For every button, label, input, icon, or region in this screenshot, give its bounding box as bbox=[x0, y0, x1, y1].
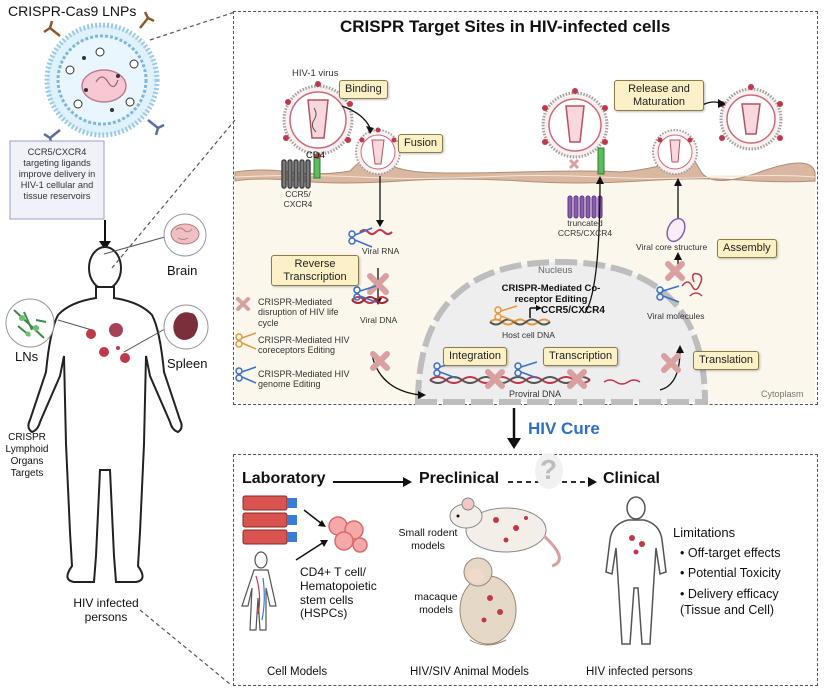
brain-icon bbox=[163, 213, 207, 257]
lnp-particle-icon bbox=[43, 11, 165, 146]
nucleus-label: Nucleus bbox=[538, 265, 573, 276]
legend-item-coreceptor: CRISPR-Mediated HIV coreceptors Editing bbox=[258, 335, 350, 356]
limitation-item-1: • Off-target effects bbox=[680, 546, 781, 560]
ligand-note: CCR5/CXCR4 targeting ligands improve del… bbox=[18, 147, 96, 202]
x-mark-icons bbox=[236, 261, 685, 389]
donor-figure-icon bbox=[241, 551, 277, 631]
hiv-virus-label: HIV-1 virus bbox=[292, 68, 339, 79]
viral-core-label: Viral core structure bbox=[636, 242, 708, 252]
viral-dna-label: Viral DNA bbox=[360, 315, 398, 325]
stage-clinical: Clinical bbox=[603, 470, 660, 487]
viral-rna-label: Viral RNA bbox=[362, 246, 400, 256]
brain-label: Brain bbox=[167, 263, 198, 278]
lns-label: LNs bbox=[15, 349, 39, 364]
limitation-text-1: Off-target effects bbox=[687, 546, 781, 560]
spleen-icon bbox=[163, 304, 209, 350]
step-assembly: Assembly bbox=[717, 239, 777, 258]
host-dna-label: Host cell DNA bbox=[502, 330, 555, 340]
step-translation: Translation bbox=[693, 351, 760, 370]
rodent-icon bbox=[449, 497, 561, 568]
spleen-label: Spleen bbox=[167, 356, 208, 371]
step-reverse-transcription: Reverse Transcription bbox=[271, 255, 359, 287]
step-transcription: Transcription bbox=[543, 347, 619, 366]
hiv-virus-fusion-icon bbox=[355, 127, 401, 175]
limitation-text-3: Delivery efficacy (Tissue and Cell) bbox=[680, 587, 779, 618]
flask-icons bbox=[242, 495, 297, 545]
ccr5-cxcr4-label: CCR5/ CXCR4 bbox=[283, 189, 313, 209]
legend-item-disruption: CRISPR-Mediated disruption of HIV life c… bbox=[258, 297, 339, 328]
legend-item-genome: CRISPR-Mediated HIV genome Editing bbox=[258, 369, 350, 390]
cell-cluster-icon bbox=[328, 516, 368, 553]
lymph-node-icon bbox=[5, 298, 55, 348]
crispr-target-panel bbox=[233, 11, 818, 405]
step-release: Release and Maturation bbox=[614, 80, 704, 112]
limitation-item-2: • Potential Toxicity bbox=[680, 566, 781, 580]
hiv-persons-label: HIV infected persons bbox=[73, 596, 139, 625]
panel-title: CRISPR Target Sites in HIV-infected cell… bbox=[340, 17, 671, 36]
coreceptor-editing-label: CRISPR-Mediated Co-receptor Editing bbox=[501, 283, 601, 305]
footer-cell-models: Cell Models bbox=[267, 666, 328, 678]
cd4-cells-label: CD4+ T cell/ Hematopoietic stem cells (H… bbox=[300, 565, 377, 621]
hiv-virus-icon-1 bbox=[282, 81, 354, 159]
translation-panel bbox=[233, 454, 818, 686]
limitation-item-3: • Delivery efficacy (Tissue and Cell) bbox=[680, 587, 779, 618]
lnp-title: CRISPR-Cas9 LNPs bbox=[8, 3, 137, 19]
clinical-person-icon bbox=[605, 496, 667, 645]
hiv-virus-mature-icon bbox=[719, 84, 783, 151]
small-rodent-label: Small rodent models bbox=[398, 527, 458, 552]
human-body-outline bbox=[27, 246, 183, 583]
footer-animal-models: HIV/SIV Animal Models bbox=[410, 666, 529, 678]
limitation-text-2: Potential Toxicity bbox=[687, 566, 781, 580]
viral-molecules-label: Viral molecules bbox=[647, 311, 705, 321]
lymphoid-targets-label: CRISPR Lymphoid Organs Targets bbox=[5, 432, 49, 479]
ccr5-cxcr4-gene-label: CCR5/CXCR4 bbox=[541, 305, 605, 316]
cd4-label: CD4 bbox=[306, 150, 326, 161]
macaque-label: macaque models bbox=[414, 591, 458, 616]
hiv-virus-assembly-icon bbox=[652, 129, 698, 175]
cytoplasm-label: Cytoplasm bbox=[761, 389, 804, 399]
hiv-virus-budding-icon bbox=[541, 88, 609, 159]
truncated-label: truncated CCR5/CXCR4 bbox=[557, 218, 613, 238]
body-virus-icons bbox=[86, 323, 130, 363]
step-integration: Integration bbox=[443, 347, 507, 366]
macaque-icon bbox=[459, 557, 517, 646]
step-fusion: Fusion bbox=[398, 134, 444, 153]
ccr5-receptor-icon bbox=[281, 159, 311, 189]
question-mark: ? bbox=[540, 454, 558, 485]
footer-persons: HIV infected persons bbox=[586, 666, 693, 678]
limitations-title: Limitations bbox=[673, 525, 736, 540]
stage-laboratory: Laboratory bbox=[242, 470, 326, 487]
proviral-dna-label: Proviral DNA bbox=[509, 389, 562, 399]
step-binding: Binding bbox=[339, 80, 388, 99]
stage-preclinical: Preclinical bbox=[419, 470, 500, 487]
hiv-cure-label: HIV Cure bbox=[528, 419, 600, 438]
